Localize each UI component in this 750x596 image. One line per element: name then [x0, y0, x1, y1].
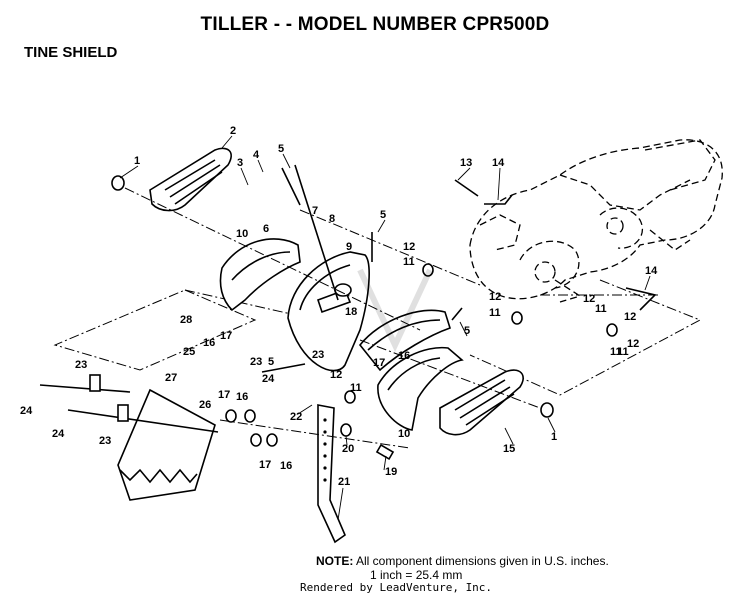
callout-14: 14 [492, 157, 505, 169]
callout-11: 11 [350, 382, 362, 394]
callout-1: 1 [551, 431, 557, 443]
callout-15: 15 [503, 443, 515, 455]
callout-16: 16 [236, 391, 248, 403]
callout-16: 16 [203, 337, 215, 349]
callouts: 1 2 3 4 5 6 7 8 9 10 5 12 11 13 14 14 12… [20, 125, 658, 488]
callout-11: 11 [610, 346, 622, 358]
callout-16: 16 [280, 460, 292, 472]
callout-23: 23 [99, 435, 111, 447]
callout-5: 5 [464, 325, 470, 337]
alignment-lines [124, 187, 541, 449]
callout-9: 9 [346, 241, 352, 253]
callout-11: 11 [617, 346, 629, 358]
callout-12: 12 [330, 369, 342, 381]
callout-23: 23 [75, 359, 87, 371]
callout-23: 23 [312, 349, 324, 361]
callout-14: 14 [645, 265, 658, 277]
callout-leaders [119, 135, 651, 521]
callout-12: 12 [624, 311, 636, 323]
section-title: TINE SHIELD [24, 44, 118, 61]
callout-24: 24 [52, 428, 65, 440]
left-shield-panel [53, 289, 301, 371]
callout-11: 11 [403, 256, 415, 268]
callout-12: 12 [583, 293, 595, 305]
render-credit: Rendered by LeadVenture, Inc. [300, 581, 493, 594]
callout-16: 16 [398, 350, 410, 362]
callout-3: 3 [237, 157, 243, 169]
callout-20: 20 [342, 443, 354, 455]
page-title: TILLER - - MODEL NUMBER CPR500D [200, 14, 550, 35]
callout-12: 12 [627, 338, 639, 350]
callout-22: 22 [290, 411, 302, 423]
side-shield-10-lower [377, 346, 464, 431]
callout-25: 25 [183, 346, 195, 358]
watermark-logo [357, 268, 433, 353]
callout-19: 19 [385, 466, 397, 478]
callout-17: 17 [220, 330, 232, 342]
callout-10: 10 [398, 428, 410, 440]
callout-8: 8 [329, 213, 335, 225]
callout-23: 23 [250, 356, 262, 368]
callout-5: 5 [380, 209, 386, 221]
callout-11: 11 [489, 307, 501, 319]
center-shield-bracket [358, 309, 451, 372]
callout-7: 7 [312, 205, 318, 217]
callout-26: 26 [199, 399, 211, 411]
shield-2 [149, 147, 232, 212]
tiller-body-outline [469, 139, 723, 303]
callout-4: 4 [253, 149, 260, 161]
callout-27: 27 [165, 372, 177, 384]
dimension-note: NOTE: All component dimensions given in … [316, 554, 609, 582]
callout-12: 12 [403, 241, 415, 253]
side-shield-10-upper [219, 238, 301, 312]
callout-12: 12 [489, 291, 501, 303]
callout-6: 6 [263, 223, 269, 235]
depth-bar-21 [317, 404, 346, 544]
callout-24: 24 [262, 373, 275, 385]
callout-11: 11 [595, 303, 607, 315]
callout-17: 17 [373, 357, 385, 369]
shield-15 [439, 369, 524, 436]
callout-5: 5 [278, 143, 284, 155]
fasteners [39, 164, 657, 461]
callout-21: 21 [338, 476, 350, 488]
callout-5: 5 [268, 356, 274, 368]
callout-10: 10 [236, 228, 248, 240]
callout-18: 18 [345, 306, 357, 318]
callout-17: 17 [218, 389, 230, 401]
callout-17: 17 [259, 459, 271, 471]
callout-2: 2 [230, 125, 236, 137]
callout-28: 28 [180, 314, 192, 326]
callout-1: 1 [134, 155, 140, 167]
rear-flap-27 [117, 388, 216, 501]
callout-13: 13 [460, 157, 472, 169]
callout-24: 24 [20, 405, 33, 417]
